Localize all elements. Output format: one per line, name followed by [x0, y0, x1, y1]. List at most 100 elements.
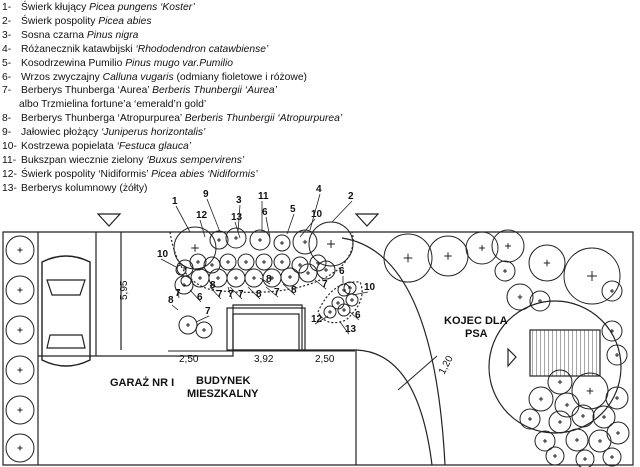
plant-leader-line	[229, 286, 243, 300]
plant-number: 10	[364, 282, 376, 293]
plant-number: 8	[256, 289, 262, 300]
plant-center-mark	[210, 263, 214, 267]
plant-leader-line	[195, 315, 210, 323]
legend-latin-name: Picea abies ‘Nidiformis’	[151, 168, 258, 180]
tree-canopy	[602, 447, 622, 467]
berberis-atropurpurea	[195, 321, 213, 339]
small-shrub	[337, 303, 351, 317]
legend-latin-name: Pinus mugo var.Pumilio	[125, 57, 233, 69]
pinus-nigra	[225, 227, 247, 249]
plant-number: 4	[316, 184, 322, 195]
plant-leader-line	[237, 204, 241, 233]
plant-leader-line	[282, 283, 296, 296]
plant-center-mark	[564, 402, 570, 408]
tree-canopy	[494, 260, 516, 282]
plant-legend: 1-Świerk kłujący Picea pungens ‘Koster’2…	[2, 1, 422, 196]
plant-center-mark	[316, 261, 320, 265]
dimension-line-120	[397, 355, 438, 391]
plant-center-mark	[538, 299, 542, 303]
plant-center-mark	[586, 270, 598, 282]
plant-center-mark	[598, 439, 602, 443]
plant-leader-line	[175, 205, 191, 233]
plant-center-mark	[479, 245, 485, 251]
left-shrub	[5, 275, 35, 305]
tree-canopy	[565, 428, 589, 452]
planting-bed-right	[317, 281, 363, 324]
planting-bed-main	[169, 231, 354, 293]
plant-number: 7	[175, 288, 181, 299]
plant-center-mark	[558, 420, 562, 424]
heather-plant	[255, 253, 273, 271]
plant-number: 9	[203, 189, 209, 200]
plant-center-mark	[350, 298, 354, 302]
plant-center-mark	[610, 289, 614, 293]
legend-latin-name: ‘Festuca glauca’	[116, 141, 192, 153]
heather-plant	[219, 253, 237, 271]
plant-center-mark	[403, 253, 413, 263]
plant-leader-line	[199, 219, 206, 238]
plant-center-mark	[17, 287, 23, 293]
plant-center-mark	[543, 439, 547, 443]
small-shrub	[323, 305, 337, 319]
plant-number: 11	[258, 191, 269, 202]
plant-center-mark	[581, 414, 585, 418]
plant-center-mark	[306, 271, 310, 275]
plant-center-mark	[553, 454, 557, 458]
heather-plant	[273, 253, 291, 271]
dimension-250-right: 2,50	[315, 354, 335, 365]
plant-leader-line	[247, 286, 261, 300]
tree-canopy	[506, 283, 534, 311]
tree-canopy	[601, 320, 623, 342]
left-shrub	[5, 355, 35, 385]
tree-canopy	[529, 290, 551, 312]
plant-center-mark	[17, 247, 23, 253]
plant-center-mark	[615, 353, 619, 357]
building-label-line1: BUDYNEK	[196, 375, 250, 387]
tree-canopy	[534, 430, 556, 452]
plant-number: 8	[168, 295, 174, 306]
plant-number: 7	[228, 289, 234, 300]
legend-item: 13-Berberys kolumnowy (żółty)	[2, 182, 422, 196]
dimension-392: 3,92	[254, 354, 274, 365]
legend-latin-name: Berberis Thunbergii ‘Atropurpurea’	[184, 113, 343, 125]
plant-leader-line	[189, 289, 202, 303]
legend-item: 12-Świerk pospolity ‘Nidiformis’ Picea a…	[2, 168, 422, 182]
tree-canopy	[563, 247, 621, 305]
legend-item: 10-Kostrzewa popielata ‘Festuca glauca’	[2, 140, 422, 154]
legend-common-name: Kosodrzewina Pumilio	[21, 57, 123, 69]
legend-common-name: Wrzos zwyczajny	[21, 71, 100, 83]
plant-number: 6	[262, 207, 268, 218]
legend-latin-name: Berberis Thunbergii ‘Aurea’	[152, 85, 277, 97]
plant-number: 3	[236, 195, 242, 206]
plant-center-mark	[602, 415, 606, 419]
legend-number: 8-	[2, 113, 12, 125]
plant-leader-line	[234, 221, 241, 239]
plant-center-mark	[298, 263, 302, 267]
pinus-mugo	[273, 234, 291, 252]
left-shrub	[5, 433, 35, 463]
plant-center-mark	[342, 308, 346, 312]
plant-leader-line	[259, 277, 271, 285]
plant-center-mark	[615, 396, 619, 400]
tree-canopy	[545, 446, 565, 466]
legend-number: 10-	[2, 141, 17, 153]
plant-leader-line	[160, 258, 179, 269]
festuca-plant	[180, 275, 192, 287]
plant-center-mark	[17, 445, 23, 451]
buxus	[249, 229, 271, 251]
legend-note: (odmiany fioletowe i różowe)	[176, 71, 307, 83]
legend-item: 9-Jałowiec płożący ‘Juniperus horizontal…	[2, 126, 422, 140]
plant-center-mark	[610, 455, 614, 459]
building-label-line2: MIESZKALNY	[187, 388, 259, 400]
plant-center-mark	[217, 238, 221, 242]
plant-center-mark	[348, 286, 352, 290]
plant-center-mark	[543, 259, 551, 267]
car-windshield	[46, 279, 86, 296]
plant-leader-line	[314, 315, 329, 325]
plant-number: 2	[348, 191, 354, 202]
legend-common-name: Jałowiec płożący	[21, 127, 99, 139]
plant-center-mark	[196, 260, 200, 264]
legend-number: 6-	[2, 71, 12, 83]
legend-common-name: Różanecznik katawbijski	[21, 43, 133, 55]
berberis-plant	[280, 267, 300, 287]
